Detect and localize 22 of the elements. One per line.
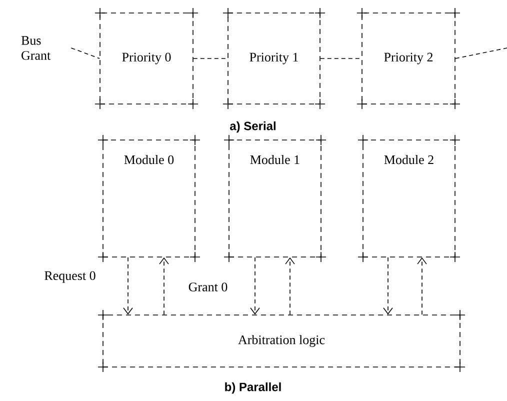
module-box: Module 1 [224,134,326,262]
arrow [285,257,295,315]
arrow [159,257,169,315]
connector-line [70,48,100,59]
edge-label: Request 0 [43,270,97,284]
arbitration-box: Arbitration logic [98,310,466,372]
arrow [250,257,260,315]
arrow [417,257,427,315]
arrow [123,257,133,315]
connector-line [320,58,362,59]
bus-grant-label: Bus Grant [21,36,51,60]
edge-label: Grant 0 [187,282,229,292]
module-box: Module 0 [98,134,200,262]
priority-box: Priority 1 [222,8,326,110]
caption: a) Serial [230,121,276,133]
module-box: Module 2 [358,134,460,262]
priority-box: Priority 2 [356,8,460,110]
connector-line [455,48,507,59]
priority-box: Priority 0 [94,8,198,110]
caption: b) Parallel [225,382,281,394]
arrow [383,257,393,315]
connector-line [193,58,228,59]
